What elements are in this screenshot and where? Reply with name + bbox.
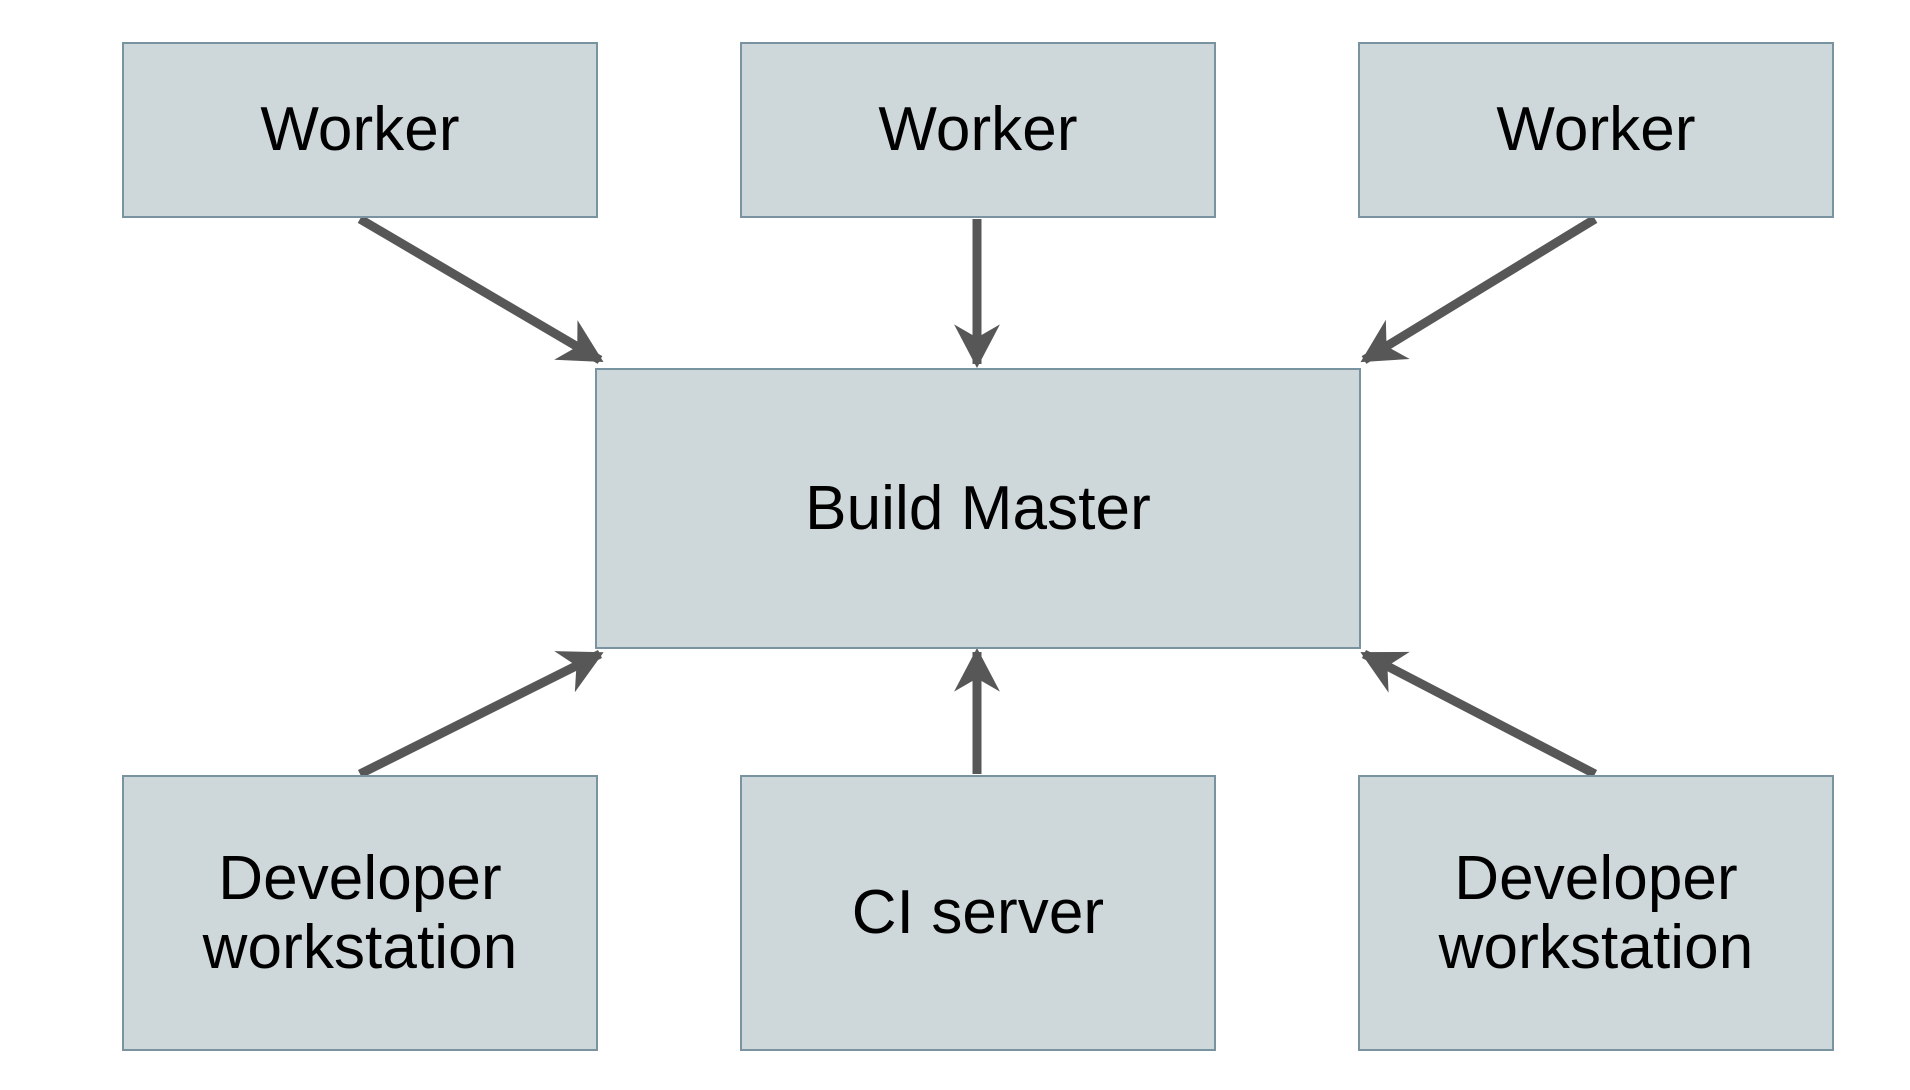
- node-label: Developer workstation: [1438, 843, 1754, 982]
- node-developer-workstation-left[interactable]: Developer workstation: [122, 775, 598, 1051]
- edge-worker-right-to-build-master: [1360, 215, 1598, 364]
- edge-worker-left-to-build-master: [357, 215, 604, 364]
- node-ci-server[interactable]: CI server: [740, 775, 1216, 1051]
- node-build-master[interactable]: Build Master: [595, 368, 1361, 649]
- node-label: CI server: [851, 878, 1105, 948]
- node-label: Build Master: [805, 473, 1151, 543]
- node-developer-workstation-right[interactable]: Developer workstation: [1358, 775, 1834, 1051]
- node-worker-center[interactable]: Worker: [740, 42, 1216, 218]
- node-label: Developer workstation: [202, 843, 518, 982]
- node-label: Worker: [878, 95, 1078, 165]
- node-worker-left[interactable]: Worker: [122, 42, 598, 218]
- node-worker-right[interactable]: Worker: [1358, 42, 1834, 218]
- node-label: Worker: [260, 95, 460, 165]
- node-label: Worker: [1496, 95, 1696, 165]
- edge-developer-left-to-build-master: [357, 649, 604, 779]
- edge-developer-right-to-build-master: [1360, 650, 1598, 778]
